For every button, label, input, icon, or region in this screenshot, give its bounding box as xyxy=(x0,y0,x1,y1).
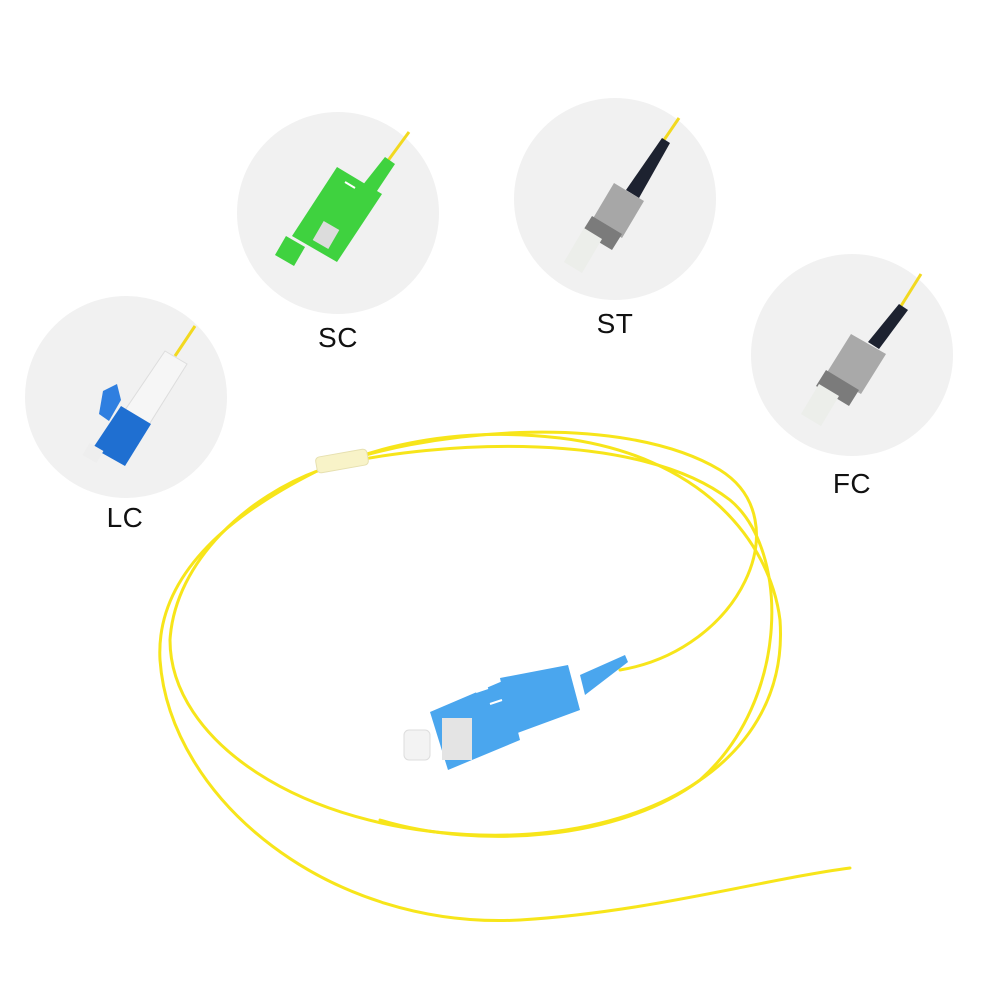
lc-connector-thumbnail xyxy=(25,296,227,498)
st-connector-icon xyxy=(564,117,681,273)
lc-label: LC xyxy=(106,502,144,533)
sc-blue-connector-icon xyxy=(403,655,628,770)
fc-label: FC xyxy=(832,468,872,499)
st-connector-thumbnail xyxy=(514,98,716,300)
fc-connector-icon xyxy=(801,273,923,426)
sc-label: SC xyxy=(318,322,358,353)
fc-connector-thumbnail xyxy=(751,254,953,456)
splice-sleeve-icon xyxy=(315,448,369,474)
sc-connector-thumbnail xyxy=(237,112,439,314)
sc-connector-icon xyxy=(274,131,411,267)
lc-connector-icon xyxy=(82,325,197,466)
st-label: ST xyxy=(596,308,634,339)
